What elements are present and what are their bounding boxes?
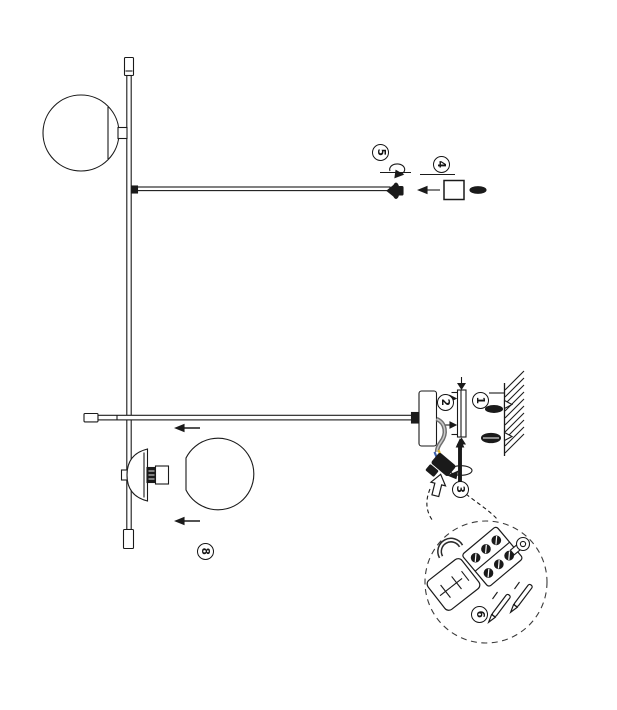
slide-arrow-icons	[174, 423, 200, 526]
reflector-dome	[120, 448, 149, 502]
canopy-plate	[418, 390, 438, 447]
step-badge-4: 4	[432, 155, 450, 173]
drill-hole-mark	[503, 399, 514, 410]
cable-clamp-loop	[437, 537, 464, 559]
rotate-screw-icon	[380, 163, 411, 179]
wire-connector	[425, 453, 456, 477]
step-badge-6: 6	[471, 606, 488, 623]
insert-arrow-icon	[429, 473, 447, 498]
terminal-strip	[462, 526, 523, 587]
middle-arm	[83, 411, 420, 424]
detail-leader-lines	[426, 488, 499, 522]
terminal-block-detail	[426, 526, 533, 624]
step-badge-5: 5	[372, 143, 389, 161]
terminal-cover-plate	[426, 558, 481, 611]
step-badge-3: 3	[451, 480, 469, 498]
step-badge-8: 8	[196, 542, 214, 560]
drill-hole-mark	[503, 431, 514, 442]
glass-globe	[185, 437, 255, 511]
screw-rotate-icon	[447, 438, 473, 484]
wire-pin-icons	[487, 581, 533, 624]
anchor-screw-icons	[480, 392, 504, 444]
line-art	[42, 56, 548, 644]
step-badge-2: 2	[436, 393, 454, 411]
vertical-pole	[122, 56, 135, 550]
bulb-socket	[146, 465, 170, 485]
detail-callout-circle	[424, 520, 548, 644]
top-globe	[42, 94, 128, 172]
arm-end-connector	[386, 182, 404, 199]
step-badge-1: 1	[471, 391, 489, 409]
wall-section	[503, 370, 525, 456]
ring-lug	[509, 536, 531, 556]
bracket-kit-icon	[417, 173, 487, 201]
mounting-bracket	[451, 389, 467, 438]
upper-arm	[130, 185, 391, 194]
